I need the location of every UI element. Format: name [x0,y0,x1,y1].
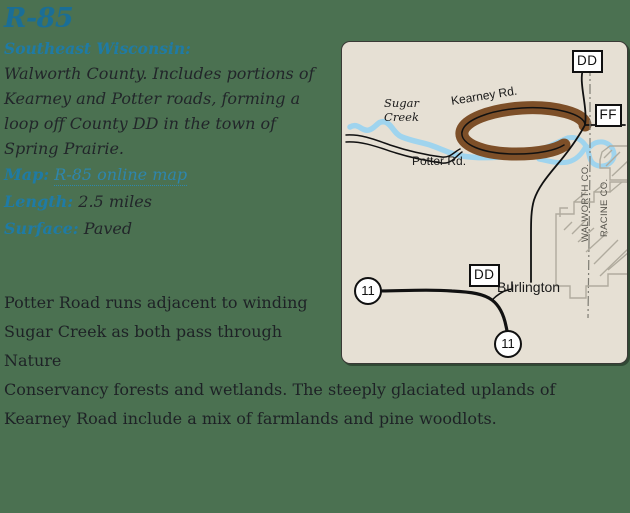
map-label-sugar-creek: Sugar Creek [384,96,419,124]
route-notes-paragraph: Potter Road runs adjacent to winding Sug… [4,288,624,433]
shield-county-dd-north[interactable]: DD [572,50,603,73]
surface-label: Surface: [4,219,79,238]
route-notes-narrow: Potter Road runs adjacent to winding Sug… [4,293,308,370]
map-label-potter-road: Potter Rd. [412,154,467,168]
region-line: Southeast Wisconsin: [4,38,338,60]
route-text-column: R-85 Southeast Wisconsin: Walworth Count… [4,4,338,242]
length-row: Length: 2.5 miles [4,188,338,215]
route-notes-wide: Conservancy forests and wetlands. The st… [4,380,556,428]
route-description: Walworth County. Includes portions of Ke… [4,64,315,158]
route-highlight-loop [455,101,592,161]
city-limits-upper-fragment [599,145,627,181]
burlington-city-limits [555,181,627,299]
region-label: Southeast Wisconsin: [4,39,191,58]
route-map-panel[interactable]: Kearney Rd. Potter Rd. Sugar Creek Burli… [341,41,628,364]
page-title: R-85 [4,3,74,34]
length-value: 2.5 miles [78,192,152,211]
map-label: Map: [4,165,50,184]
map-label-racine-county: RACINE CO. [599,178,610,237]
sugar-creek-line-2: Creek [384,110,419,124]
length-label: Length: [4,192,74,211]
sugar-creek-line-1: Sugar [384,96,419,110]
shield-county-ff-east[interactable]: FF [594,104,622,127]
surface-row: Surface: Paved [4,215,338,242]
online-map-link[interactable]: R-85 online map [54,165,188,186]
map-graphic [345,61,627,346]
map-row: Map: R-85 online map [4,161,338,188]
map-label-walworth-county: WALWORTH CO. [580,163,591,242]
shield-highway-11-west[interactable]: 11 [354,277,382,305]
shield-highway-11-south[interactable]: 11 [494,330,522,358]
map-label-burlington: Burlington [497,279,561,295]
shield-county-dd-south[interactable]: DD [469,264,500,287]
surface-value: Paved [83,219,133,238]
